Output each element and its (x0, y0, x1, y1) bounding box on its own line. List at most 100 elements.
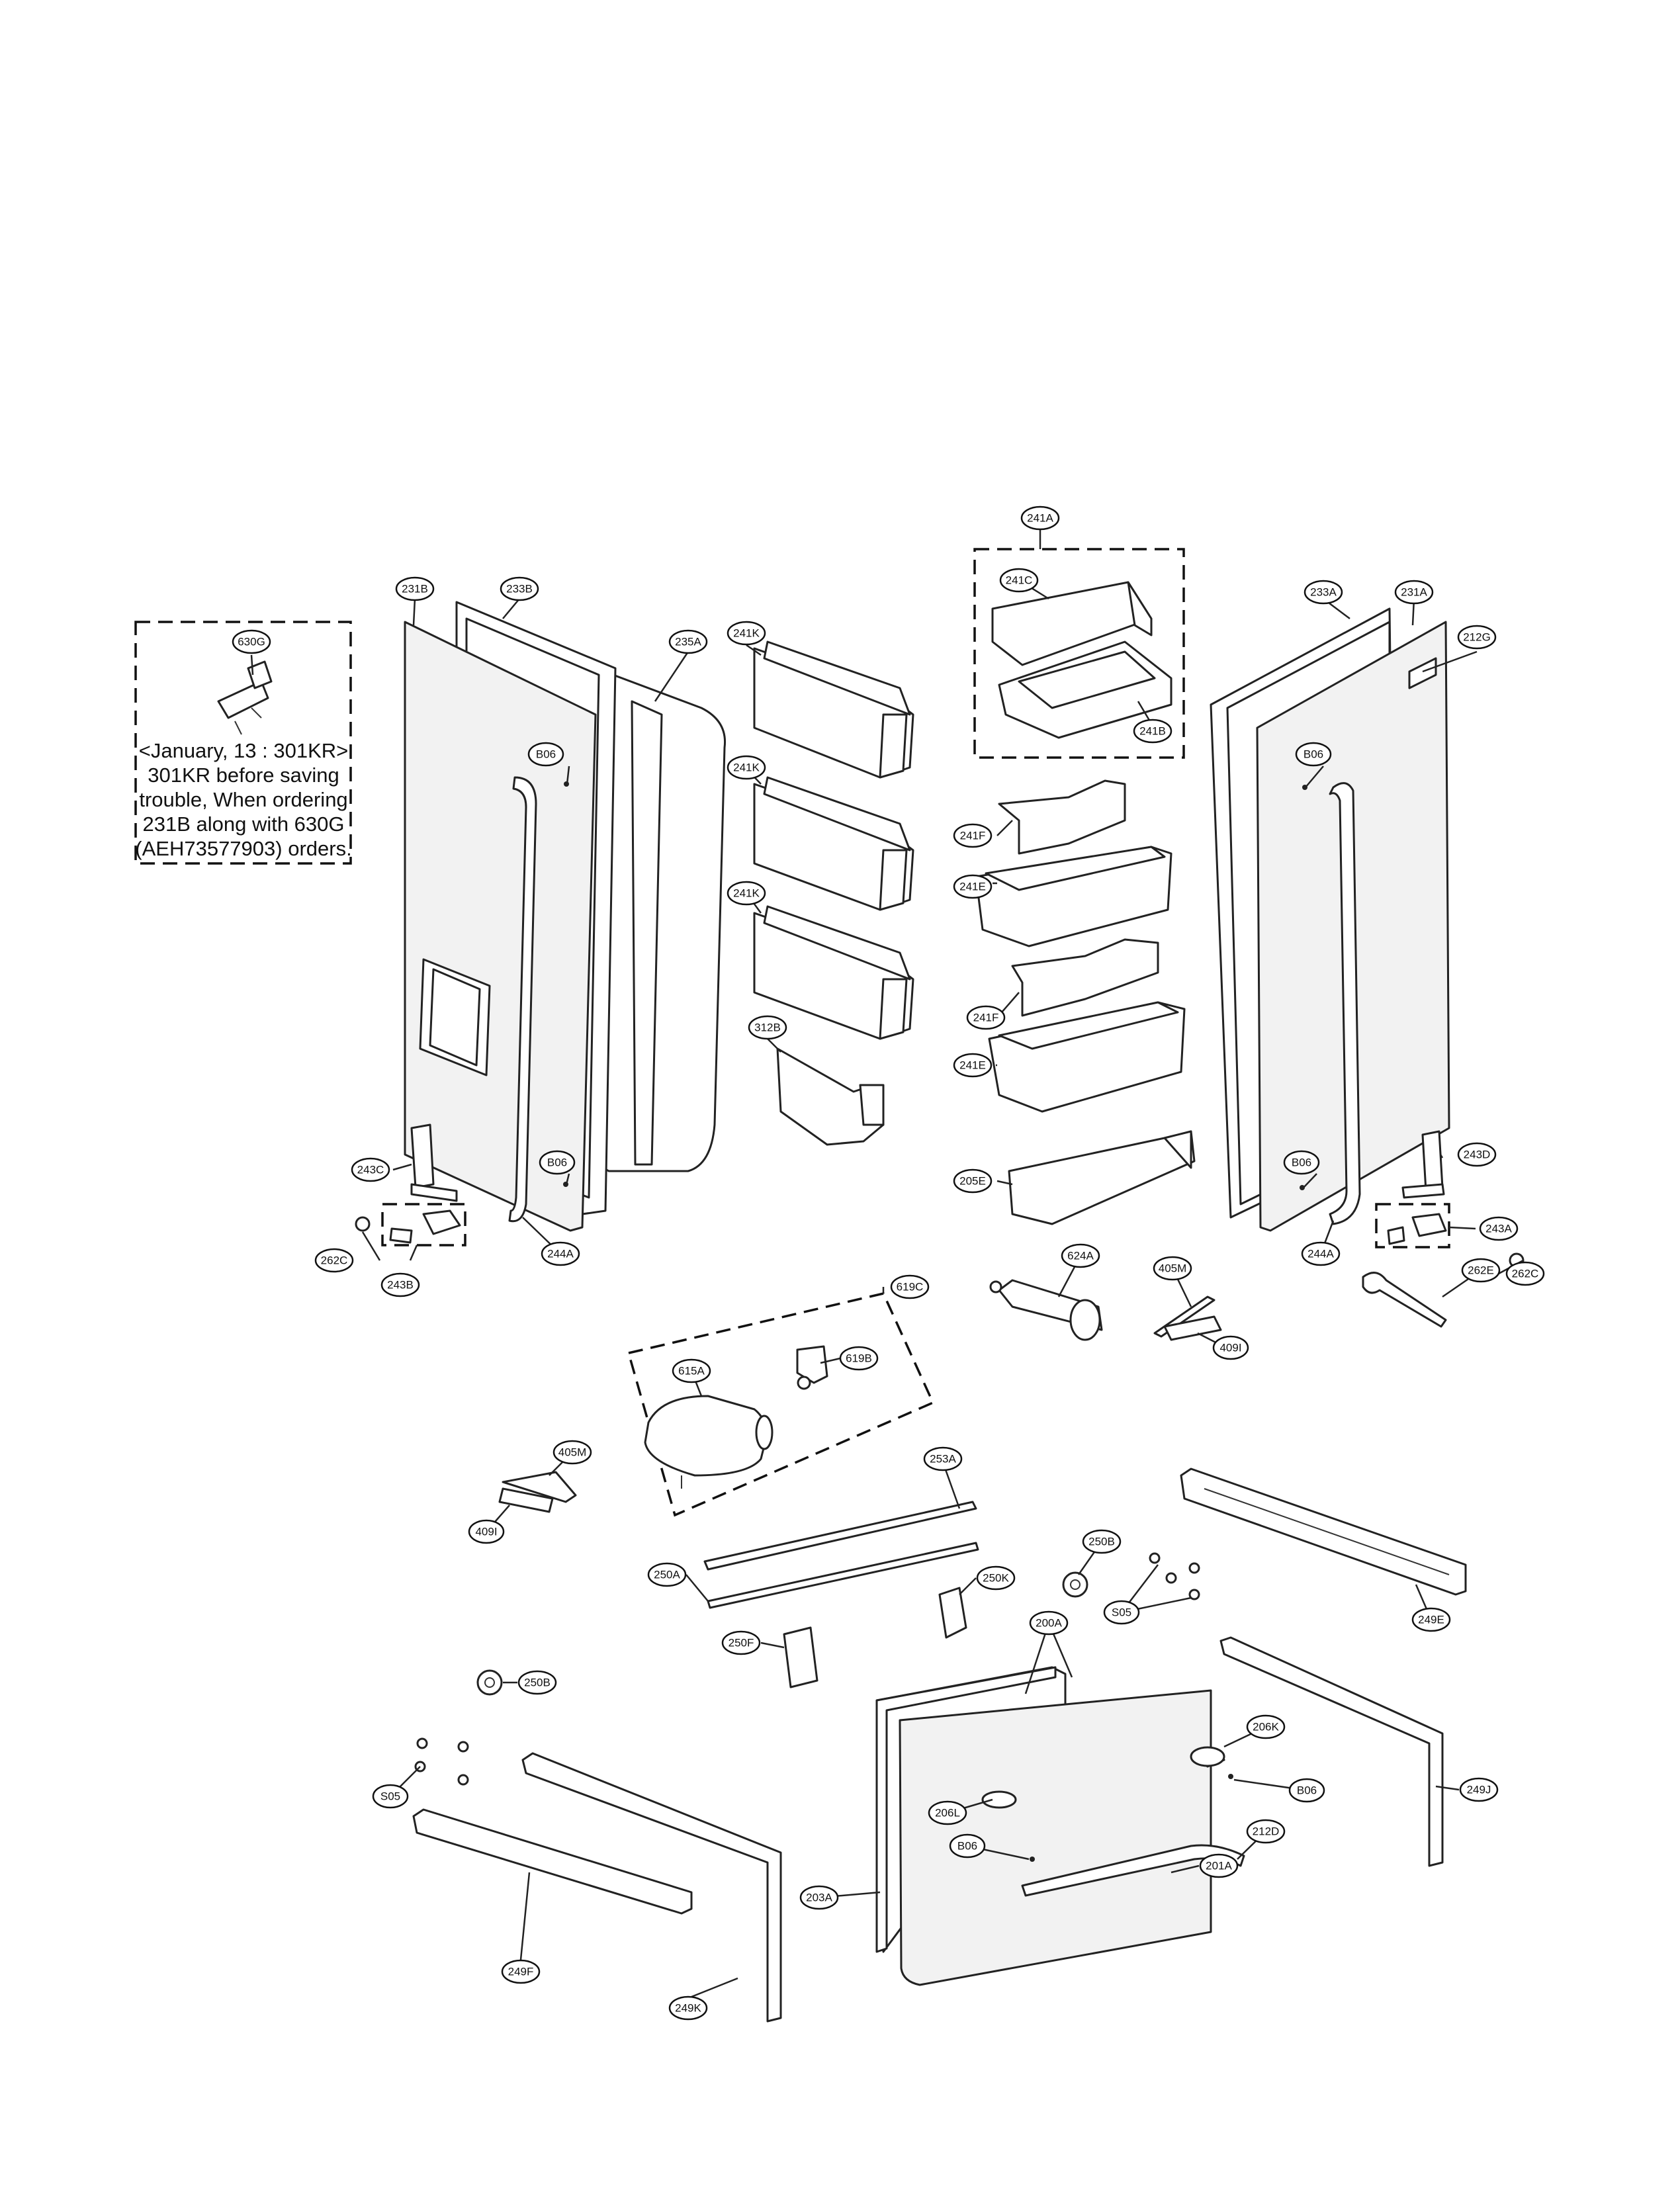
screws-s05-right (1149, 1552, 1200, 1600)
svg-text:S05: S05 (380, 1790, 400, 1803)
bracket-312b (776, 1047, 885, 1146)
svg-text:231B: 231B (402, 583, 428, 595)
rail-249f (412, 1808, 693, 1915)
svg-text:241K: 241K (733, 887, 760, 900)
callout-241e-2: 241E (953, 1053, 993, 1078)
svg-text:233B: 233B (506, 583, 533, 595)
valve-619b (796, 1345, 828, 1390)
note-line-1: <January, 13 : 301KR> (139, 739, 349, 762)
callout-b06-3: B06 (1295, 742, 1332, 767)
cover-strip-405m-left (498, 1471, 577, 1513)
svg-text:231A: 231A (1401, 586, 1427, 599)
callout-630g: 630G (232, 629, 271, 654)
callout-619b: 619B (839, 1346, 879, 1371)
callout-405m-1: 405M (1153, 1256, 1192, 1281)
svg-text:203A: 203A (806, 1892, 832, 1904)
svg-text:241E: 241E (959, 1059, 986, 1072)
callout-241a: 241A (1020, 505, 1060, 531)
callout-243a: 243A (1479, 1216, 1519, 1241)
svg-text:262E: 262E (1468, 1264, 1494, 1277)
callout-262c-1: 262C (314, 1248, 354, 1273)
callout-250b-2: 250B (517, 1670, 557, 1695)
door-bin-241k-top (753, 640, 914, 779)
svg-text:249F: 249F (508, 1966, 534, 1978)
svg-text:B06: B06 (1292, 1157, 1311, 1169)
left-hinge-parts (355, 1123, 466, 1247)
callout-206k: 206K (1246, 1714, 1286, 1739)
svg-text:B06: B06 (957, 1840, 977, 1853)
svg-text:619B: 619B (846, 1352, 872, 1365)
callout-212g: 212G (1457, 625, 1497, 650)
svg-text:249E: 249E (1418, 1614, 1444, 1626)
svg-text:409I: 409I (1219, 1342, 1241, 1354)
callout-409i-1: 409I (1212, 1335, 1249, 1360)
svg-text:243C: 243C (357, 1164, 384, 1176)
svg-text:206L: 206L (935, 1807, 960, 1819)
svg-text:241A: 241A (1027, 512, 1053, 525)
callout-203a: 203A (799, 1885, 839, 1910)
svg-text:B06: B06 (1304, 748, 1323, 761)
svg-text:243B: 243B (387, 1279, 414, 1291)
callout-235a: 235A (668, 629, 708, 654)
callout-405m-2: 405M (553, 1440, 592, 1465)
callout-624a: 624A (1061, 1243, 1100, 1268)
svg-text:250K: 250K (983, 1572, 1009, 1585)
bracket-250f (783, 1626, 818, 1688)
callout-243d: 243D (1457, 1142, 1497, 1167)
svg-text:624A: 624A (1067, 1250, 1094, 1262)
svg-text:312B: 312B (754, 1022, 781, 1034)
hinge-part-630g-icon (217, 660, 273, 735)
svg-text:B06: B06 (1297, 1784, 1317, 1797)
svg-text:615A: 615A (678, 1365, 705, 1378)
callout-212d: 212D (1246, 1819, 1286, 1844)
filter-head-615a (644, 1395, 774, 1489)
callout-250b-1: 250B (1082, 1529, 1122, 1554)
bin-241b (998, 640, 1172, 739)
callout-b06-2: B06 (539, 1150, 576, 1175)
callout-262e: 262E (1461, 1258, 1501, 1283)
svg-text:S05: S05 (1112, 1606, 1131, 1619)
callout-b06-4: B06 (1283, 1150, 1320, 1175)
freezer-drawer-assembly (875, 1666, 1245, 1986)
gear-250b-right (1062, 1571, 1088, 1598)
callout-249e: 249E (1411, 1607, 1451, 1632)
svg-text:250F: 250F (729, 1637, 754, 1649)
callout-241k-3: 241K (727, 881, 766, 906)
svg-text:B06: B06 (547, 1157, 567, 1169)
door-bin-241k-middle (753, 776, 914, 911)
callout-243b: 243B (380, 1272, 420, 1297)
callout-615a: 615A (672, 1358, 711, 1383)
gear-250b-left (476, 1669, 503, 1696)
svg-text:244A: 244A (1307, 1248, 1334, 1260)
callout-s05-1: S05 (1103, 1600, 1140, 1625)
svg-text:212D: 212D (1253, 1825, 1280, 1838)
bin-divider-241f-bottom (1011, 938, 1159, 1017)
svg-text:619C: 619C (897, 1281, 924, 1293)
svg-text:249J: 249J (1467, 1784, 1491, 1796)
callout-241c: 241C (999, 568, 1039, 593)
svg-text:212G: 212G (1463, 631, 1491, 644)
group-box-241a (973, 548, 1185, 759)
callout-labels: 630G 231B 233B 235A 241A 241C 241B 233A … (232, 505, 1545, 2021)
svg-text:B06: B06 (536, 748, 556, 761)
callout-233a: 233A (1304, 580, 1343, 605)
svg-text:250A: 250A (654, 1569, 680, 1581)
svg-text:262C: 262C (1512, 1268, 1539, 1280)
callout-206l: 206L (928, 1800, 967, 1825)
note-line-2: 301KR before saving (148, 764, 339, 787)
callout-s05-2: S05 (372, 1784, 409, 1809)
door-bin-241k-bottom (753, 905, 914, 1040)
callout-249k: 249K (668, 1995, 708, 2021)
bin-205e (1008, 1130, 1196, 1225)
svg-text:241F: 241F (973, 1012, 999, 1024)
note-box: <January, 13 : 301KR> 301KR before savin… (134, 621, 352, 865)
svg-text:405M: 405M (558, 1446, 587, 1459)
callout-231b: 231B (395, 576, 435, 601)
svg-text:405M: 405M (1159, 1262, 1187, 1275)
bin-divider-241f-top (998, 779, 1126, 855)
rail-249e (1180, 1467, 1467, 1596)
callout-241k-1: 241K (727, 621, 766, 646)
svg-text:241K: 241K (733, 762, 760, 774)
callout-262c-2: 262C (1505, 1261, 1545, 1286)
